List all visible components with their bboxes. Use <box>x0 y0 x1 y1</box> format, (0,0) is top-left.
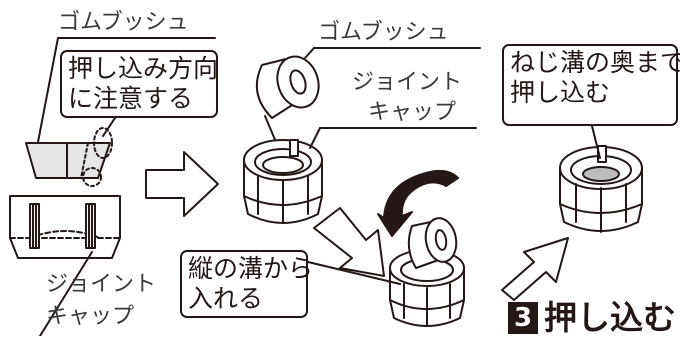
joint-cap-bottom <box>389 217 465 327</box>
highlight-ellipse-lower <box>82 167 102 187</box>
leader-line-joint-cap-top <box>309 127 321 149</box>
callout-direction-note: 押し込み方向 に注意する <box>60 50 218 118</box>
leader-line-joint-cap-left <box>39 251 93 336</box>
label-rubber-bushing-left: ゴムブッシュ <box>58 10 189 35</box>
arrow-up-right-icon <box>501 237 569 301</box>
callout-thread-groove-line1: ねじ溝の奥まで <box>510 48 680 77</box>
label-joint-cap-top-line1: ジョイント <box>352 70 463 95</box>
label-rubber-bushing-top: ゴムブッシュ <box>318 20 449 45</box>
arrow-down-right-icon <box>313 207 385 277</box>
callout-vertical-groove: 縦の溝から 入れる <box>180 250 314 318</box>
step-number-badge: 3 <box>508 302 538 334</box>
rubber-bushing-section <box>25 142 111 179</box>
joint-cap-section <box>9 195 121 259</box>
label-joint-cap-top-line2: キャップ <box>368 100 457 125</box>
joint-cap-finished <box>559 145 643 233</box>
label-joint-cap-bottom-line2: キャップ <box>46 304 135 329</box>
callout-thread-groove-line2: 押し込む <box>510 78 611 107</box>
leader-line-direction-note <box>102 117 116 137</box>
rubber-bushing-floating <box>255 55 320 119</box>
leader-line-bushing-left <box>37 37 59 143</box>
callout-vertical-groove-line1: 縦の溝から <box>188 254 314 283</box>
callout-direction-note-line2: に注意する <box>68 84 194 113</box>
rotate-arrow-icon <box>377 169 459 237</box>
highlight-ellipse-upper <box>93 127 113 159</box>
callout-direction-note-line1: 押し込み方向 <box>68 54 219 83</box>
label-joint-cap-bottom-line1: ジョイント <box>46 272 157 297</box>
callout-vertical-groove-line2: 入れる <box>188 284 264 313</box>
callout-thread-groove: ねじ溝の奥まで 押し込む <box>502 44 680 126</box>
leader-line-thread-groove <box>591 125 601 159</box>
step-title: 押し込む <box>544 298 676 337</box>
arrow-right-icon <box>145 151 219 217</box>
step-heading: 3 押し込む <box>508 300 676 336</box>
joint-cap-middle <box>243 139 323 224</box>
leader-line-vertical-groove <box>307 261 401 285</box>
